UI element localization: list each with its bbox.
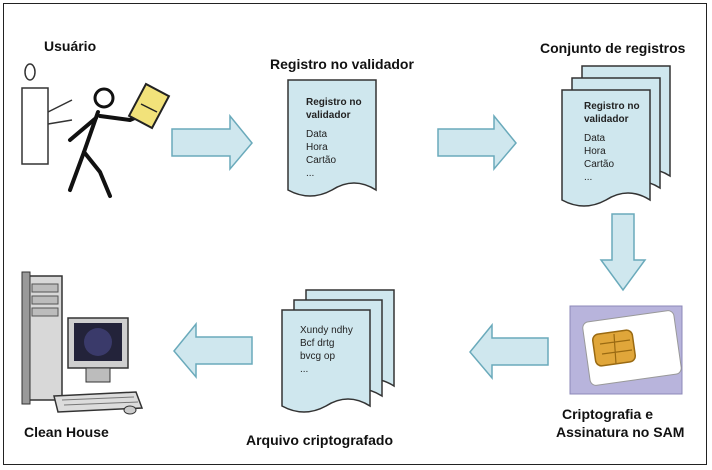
doc-stack-title-1: Registro no [584, 101, 640, 112]
user-figure [21, 63, 171, 198]
label-clean-house: Clean House [24, 424, 109, 440]
arrow-right-1 [171, 113, 253, 172]
arrow-down [599, 213, 647, 292]
arrow-left-2 [173, 321, 253, 380]
validator-terminal-icon [21, 63, 73, 165]
doc-encrypted-line-4: ... [300, 364, 309, 375]
doc-stack-title-2: validador [584, 114, 629, 125]
arrow-right-2 [437, 113, 517, 172]
doc-encrypted-line-3: bvcg op [300, 351, 336, 362]
document-single-text: Registro no validador Data Hora Cartão .… [306, 96, 362, 180]
doc-single-line-3: Cartão [306, 155, 337, 166]
document-stack-icon [561, 65, 671, 207]
doc-encrypted-line-1: Xundy ndhy [300, 325, 353, 336]
doc-stack-line-1: Data [584, 133, 606, 144]
diagram-frame [3, 3, 707, 465]
doc-single-title-2: validador [306, 110, 351, 121]
label-arquivo-criptografado: Arquivo criptografado [246, 432, 394, 448]
sam-card-icon [569, 305, 683, 395]
doc-single-line-1: Data [306, 129, 328, 140]
document-stack-text: Registro no validador Data Hora Cartão .… [584, 100, 640, 184]
document-single-icon [287, 79, 377, 197]
document-encrypted-text: Xundy ndhy Bcf drtg bvcg op ... [300, 324, 353, 376]
doc-single-line-2: Hora [306, 142, 328, 153]
doc-encrypted-line-2: Bcf drtg [300, 338, 335, 349]
label-registro-validador: Registro no validador [270, 56, 414, 72]
label-criptografia-line2: Assinatura no SAM [556, 424, 685, 440]
arrow-left-1 [469, 322, 549, 381]
doc-single-title-1: Registro no [306, 97, 362, 108]
doc-stack-line-4: ... [584, 172, 593, 183]
label-usuario: Usuário [44, 38, 97, 54]
doc-single-line-4: ... [306, 168, 315, 179]
label-conjunto-registros: Conjunto de registros [540, 40, 686, 56]
encrypted-document-stack-icon [281, 289, 395, 413]
doc-stack-line-3: Cartão [584, 159, 615, 170]
ticket-card-icon [127, 82, 171, 130]
label-criptografia-line1: Criptografia e [562, 406, 654, 422]
doc-stack-line-2: Hora [584, 146, 606, 157]
computer-icon [21, 271, 144, 415]
